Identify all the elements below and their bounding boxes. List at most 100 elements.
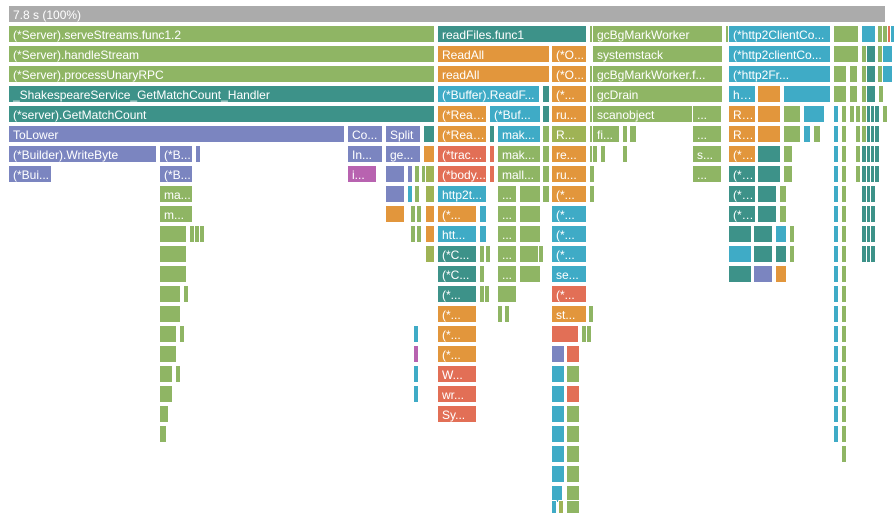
flame-frame-block[interactable]: [551, 500, 557, 514]
flame-frame-block[interactable]: [870, 225, 876, 243]
flame-frame-block[interactable]: [789, 245, 795, 263]
flame-frame-3-1[interactable]: readAll: [437, 65, 550, 83]
flame-frame-13-1[interactable]: (*C...: [437, 265, 477, 283]
flame-frame-block[interactable]: [479, 205, 487, 223]
flame-frame-9-5[interactable]: http2t...: [437, 185, 487, 203]
flame-frame-block[interactable]: [159, 365, 173, 383]
flame-frame-block[interactable]: [413, 325, 419, 343]
flame-frame-1-0[interactable]: (*Server).serveStreams.func1.2: [8, 25, 435, 43]
flame-frame-block[interactable]: [159, 385, 173, 403]
flame-frame-3-0[interactable]: (*Server).processUnaryRPC: [8, 65, 435, 83]
flame-frame-block[interactable]: [833, 105, 839, 123]
flame-frame-block[interactable]: [586, 325, 592, 343]
flame-frame-block[interactable]: [479, 225, 487, 243]
flame-frame-block[interactable]: [407, 165, 413, 183]
flame-frame-block[interactable]: [413, 365, 419, 383]
flame-frame-block[interactable]: [833, 125, 839, 143]
flame-frame-9-9[interactable]: (*...: [551, 185, 587, 203]
flame-frame-7-0[interactable]: (*Builder).WriteByte: [8, 145, 157, 163]
flame-frame-block[interactable]: [542, 185, 550, 203]
flame-frame-7-16[interactable]: (*R...: [728, 145, 756, 163]
flame-frame-block[interactable]: [753, 225, 773, 243]
flame-frame-block[interactable]: [866, 85, 876, 103]
flame-frame-2-2[interactable]: (*O...: [551, 45, 587, 63]
flame-frame-14-6[interactable]: (*...: [551, 285, 587, 303]
flame-frame-2-1[interactable]: ReadAll: [437, 45, 550, 63]
flame-frame-13-5[interactable]: se...: [551, 265, 587, 283]
flame-frame-block[interactable]: [841, 385, 847, 403]
flame-frame-5-2[interactable]: (*Buf...: [489, 105, 541, 123]
flame-frame-block[interactable]: [855, 125, 861, 143]
flame-frame-block[interactable]: [841, 285, 847, 303]
flame-frame-block[interactable]: [833, 265, 839, 283]
flame-frame-8-8[interactable]: (*body...: [437, 165, 487, 183]
flame-frame-10-9[interactable]: (*...: [551, 205, 587, 223]
flame-frame-block[interactable]: [757, 85, 781, 103]
flame-frame-block[interactable]: [849, 85, 858, 103]
flame-frame-block[interactable]: [870, 205, 876, 223]
flame-frame-15-1[interactable]: (*...: [437, 305, 477, 323]
flame-frame-block[interactable]: [841, 325, 847, 343]
flame-frame-block[interactable]: [775, 265, 787, 283]
flame-frame-block[interactable]: [385, 165, 405, 183]
flame-frame-block[interactable]: [833, 165, 839, 183]
flame-frame-block[interactable]: [551, 405, 565, 423]
flame-frame-block[interactable]: [833, 325, 839, 343]
flame-frame-block[interactable]: [159, 405, 169, 423]
flame-frame-12-8[interactable]: (*...: [551, 245, 587, 263]
flame-frame-block[interactable]: [866, 65, 876, 83]
flame-frame-block[interactable]: [855, 165, 861, 183]
flame-frame-block[interactable]: [866, 45, 876, 63]
flame-frame-7-8[interactable]: mak...: [497, 145, 541, 163]
flame-frame-block[interactable]: [551, 345, 565, 363]
flame-frame-block[interactable]: [753, 265, 773, 283]
flame-frame-block[interactable]: [425, 245, 435, 263]
flame-frame-10-5[interactable]: (*...: [437, 205, 477, 223]
flame-frame-block[interactable]: [542, 105, 550, 123]
flame-frame-6-10[interactable]: fi...: [592, 125, 620, 143]
flame-frame-11-7[interactable]: htt...: [437, 225, 477, 243]
flame-frame-4-1[interactable]: (*Buffer).ReadF...: [437, 85, 540, 103]
flame-frame-block[interactable]: [519, 205, 541, 223]
flame-frame-12-2[interactable]: (*C...: [437, 245, 477, 263]
flame-frame-block[interactable]: [551, 425, 565, 443]
flame-frame-block[interactable]: [757, 125, 781, 143]
flame-frame-block[interactable]: [803, 125, 811, 143]
flame-frame-block[interactable]: [542, 125, 550, 143]
flame-frame-block[interactable]: [833, 285, 839, 303]
flame-frame-11-11[interactable]: (*...: [551, 225, 587, 243]
flame-frame-block[interactable]: [551, 465, 565, 483]
flame-frame-block[interactable]: [833, 425, 839, 443]
flame-frame-block[interactable]: [413, 345, 419, 363]
flame-frame-block[interactable]: [753, 245, 773, 263]
flame-frame-5-7[interactable]: ...: [692, 105, 722, 123]
flame-frame-block[interactable]: [538, 245, 544, 263]
flame-frame-11-9[interactable]: ...: [497, 225, 517, 243]
flame-frame-6-1[interactable]: Co...: [347, 125, 383, 143]
flame-frame-1-5[interactable]: (*http2ClientCo...: [728, 25, 831, 43]
flame-frame-6-4[interactable]: (*Read...: [437, 125, 487, 143]
flame-frame-4-0[interactable]: _ShakespeareService_GetMatchCount_Handle…: [8, 85, 435, 103]
flame-root-total[interactable]: 7.8 s (100%): [8, 5, 886, 23]
flame-frame-block[interactable]: [414, 165, 420, 183]
flame-frame-17-2[interactable]: (*...: [437, 345, 477, 363]
flame-frame-block[interactable]: [757, 145, 781, 163]
flame-frame-block[interactable]: [407, 185, 413, 203]
flame-frame-block[interactable]: [757, 185, 777, 203]
flame-frame-block[interactable]: [833, 185, 839, 203]
flame-frame-block[interactable]: [551, 385, 565, 403]
flame-frame-13-3[interactable]: ...: [497, 265, 517, 283]
flame-frame-block[interactable]: [833, 225, 839, 243]
flame-frame-block[interactable]: [566, 405, 580, 423]
flame-frame-block[interactable]: [423, 145, 435, 163]
flame-frame-block[interactable]: [588, 305, 594, 323]
flame-frame-block[interactable]: [841, 445, 847, 463]
flame-frame-block[interactable]: [199, 225, 205, 243]
flame-frame-block[interactable]: [757, 165, 781, 183]
flame-frame-block[interactable]: [783, 165, 793, 183]
flame-frame-block[interactable]: [629, 125, 637, 143]
flame-frame-block[interactable]: [789, 225, 795, 243]
flame-frame-block[interactable]: [558, 500, 564, 514]
flame-frame-block[interactable]: [566, 500, 580, 514]
